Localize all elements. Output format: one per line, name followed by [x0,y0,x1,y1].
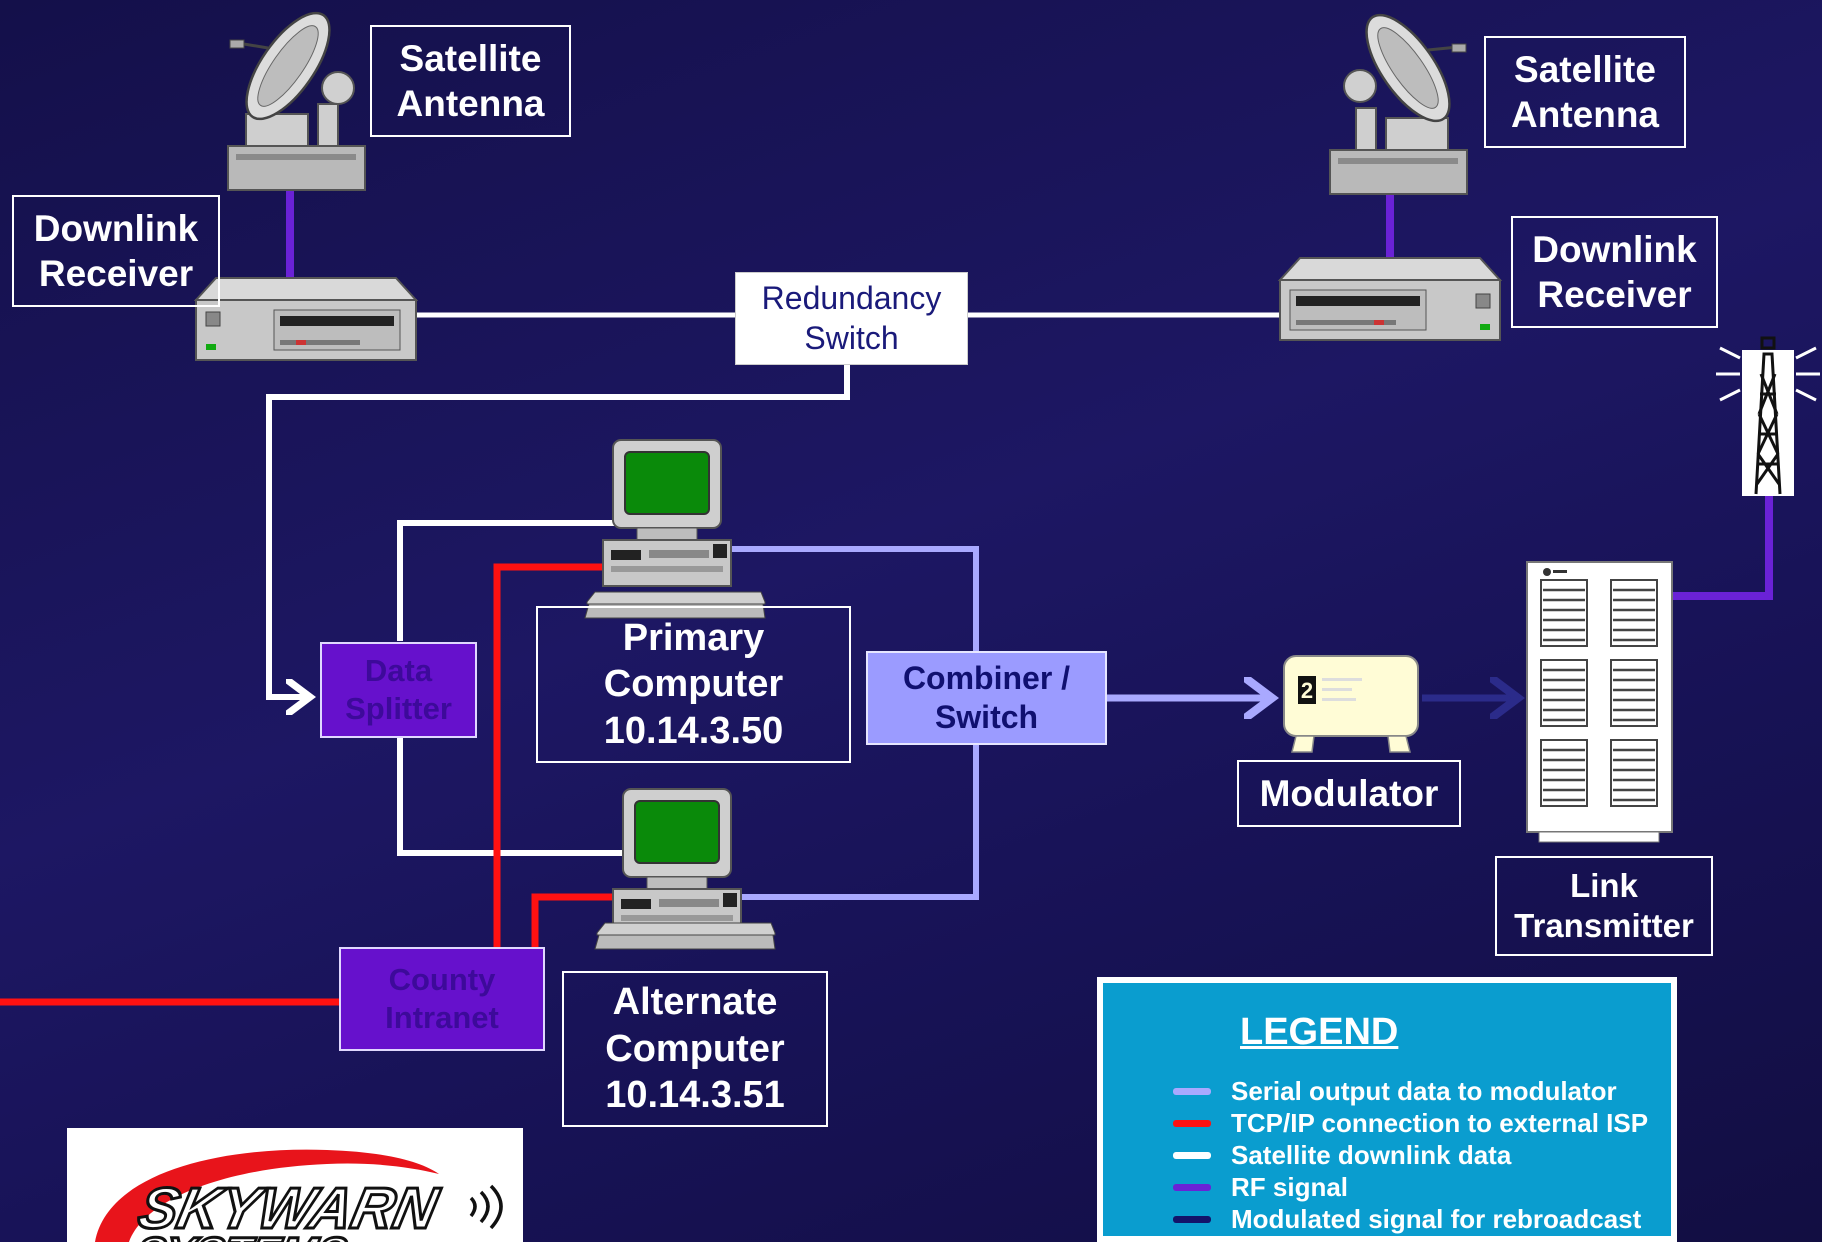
downlink-receiver-right-icon [1277,257,1503,341]
signal-waves-icon [469,1184,503,1230]
modulator-digit: 2 [1301,678,1313,703]
primary-computer-label: Primary Computer 10.14.3.50 [536,606,851,763]
link-transmitter-label: Link Transmitter [1495,856,1713,956]
downlink-receiver-left-label: Downlink Receiver [12,195,220,307]
skywarn-logo-subtext: SYSTEMS [130,1229,351,1242]
skywarn-logo-graphic: SKYWARN SYSTEMS [95,1149,503,1242]
splitter-to-alternate [397,733,622,856]
rf-line-transmitter [1672,484,1773,600]
legend-swatch-modulated [1173,1215,1211,1223]
downlink-receiver-right-label: Downlink Receiver [1511,216,1718,328]
legend-item-downlink: Satellite downlink data [1173,1140,1511,1170]
link-transmitter-icon [1526,561,1673,843]
skywarn-logo-text: SKYWARN [133,1177,445,1241]
satellite-dish-left-icon [227,11,366,191]
serial-line-alternate [742,745,979,900]
legend-item-serial: Serial output data to modulator [1173,1076,1617,1106]
modulator-label: Modulator [1237,760,1461,827]
legend-title: LEGEND [1240,1011,1399,1053]
satellite-antenna-right-label: Satellite Antenna [1484,36,1686,148]
serial-line-primary [730,546,979,652]
tcpip-line-alternate [531,893,612,950]
county-intranet: County Intranet [339,947,545,1051]
primary-computer-icon [584,439,766,619]
downlink-line-to-splitter [266,365,850,697]
tcpip-line-primary [493,563,605,950]
downlink-receiver-left-icon [193,277,419,361]
modulator-icon: 2 [1283,655,1419,753]
legend-item-modulated: Modulated signal for rebroadcast [1173,1204,1641,1234]
skywarn-logo: SKYWARN SYSTEMS [67,1128,523,1242]
data-splitter: Data Splitter [320,642,477,738]
alternate-computer-icon [594,788,776,950]
legend-swatch-tcpip [1173,1119,1211,1127]
legend-swatch-rf [1173,1183,1211,1191]
alternate-computer-label: Alternate Computer 10.14.3.51 [562,971,828,1127]
redundancy-switch: Redundancy Switch [735,272,968,365]
satellite-antenna-left-label: Satellite Antenna [370,25,571,137]
satellite-dish-right-icon [1329,13,1468,195]
splitter-to-primary [397,520,616,641]
combiner-switch: Combiner / Switch [866,651,1107,745]
legend-swatch-serial [1173,1087,1211,1095]
legend-item-rf: RF signal [1173,1172,1348,1202]
legend-item-tcpip: TCP/IP connection to external ISP [1173,1108,1648,1138]
legend: LEGEND Serial output data to modulator T… [1097,977,1677,1242]
transmitter-tower-icon [1716,336,1820,496]
legend-swatch-downlink [1173,1151,1211,1159]
